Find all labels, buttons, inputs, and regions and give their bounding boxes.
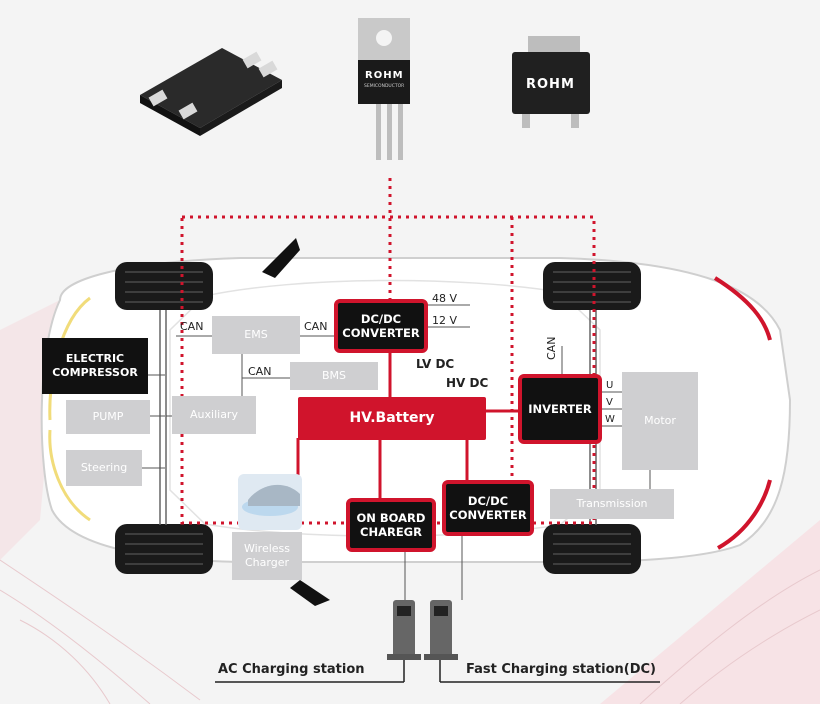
bg-swoosh-right: [600, 520, 820, 704]
ems-block: EMS: [212, 316, 300, 354]
auxiliary-block: Auxiliary: [172, 396, 256, 434]
dpak-brand-label: ROHM: [526, 77, 575, 92]
electric-compressor-block: ELECTRIC COMPRESSOR: [42, 338, 148, 394]
ac-charging-station-label: AC Charging station: [218, 662, 365, 677]
dcdc-converter-top-block: DC/DC CONVERTER: [334, 299, 428, 353]
can-label-ems-left: CAN: [180, 320, 204, 333]
transmission-block: Transmission: [550, 489, 674, 519]
phase-u-label: U: [606, 380, 614, 391]
bg-contour-lines: [0, 559, 820, 704]
voltage-48v-label: 48 V: [432, 292, 458, 305]
wireless-charging-pad: [238, 474, 302, 530]
wireless-charger-block: Wireless Charger: [232, 532, 302, 580]
to220-product: [358, 18, 410, 160]
charging-station-dc: [424, 600, 458, 660]
device-scope-dotted-lines: [180, 178, 596, 525]
to220-sub-label: SEMICONDUCTOR: [364, 84, 405, 89]
bms-block: BMS: [290, 362, 378, 390]
voltage-12v-label: 12 V: [432, 314, 458, 327]
can-label-ems-right: CAN: [304, 320, 328, 333]
pump-block: PUMP: [66, 400, 150, 434]
dpak-product: [512, 36, 590, 128]
hv-dc-label: HV DC: [446, 376, 489, 390]
signal-lines: [142, 304, 651, 600]
hv-battery-block: HV.Battery: [298, 397, 486, 440]
onboard-charger-block: ON BOARD CHAREGR: [346, 498, 436, 552]
charging-station-ac: [387, 600, 421, 660]
inverter-block: INVERTER: [518, 374, 602, 444]
mirror-bottom: [290, 580, 330, 606]
headlight-left-lower: [48, 429, 91, 522]
taillight-top: [713, 276, 772, 341]
phase-v-label: V: [606, 397, 613, 408]
station-underlines: [215, 660, 660, 683]
dcdc-converter-bottom-block: DC/DC CONVERTER: [442, 480, 534, 536]
taillight-bottom: [717, 479, 772, 550]
lv-dc-label: LV DC: [416, 357, 455, 371]
phase-w-label: W: [605, 414, 615, 425]
power-module-product: [140, 48, 282, 136]
steering-block: Steering: [66, 450, 142, 486]
fast-charging-station-label: Fast Charging station(DC): [466, 662, 656, 677]
can-label-inverter: CAN: [545, 336, 558, 360]
to220-brand-label: ROHM: [365, 70, 404, 81]
mirror-top: [262, 238, 300, 278]
motor-block: Motor: [622, 372, 698, 470]
wheels: [115, 262, 641, 574]
can-label-bms: CAN: [248, 365, 272, 378]
